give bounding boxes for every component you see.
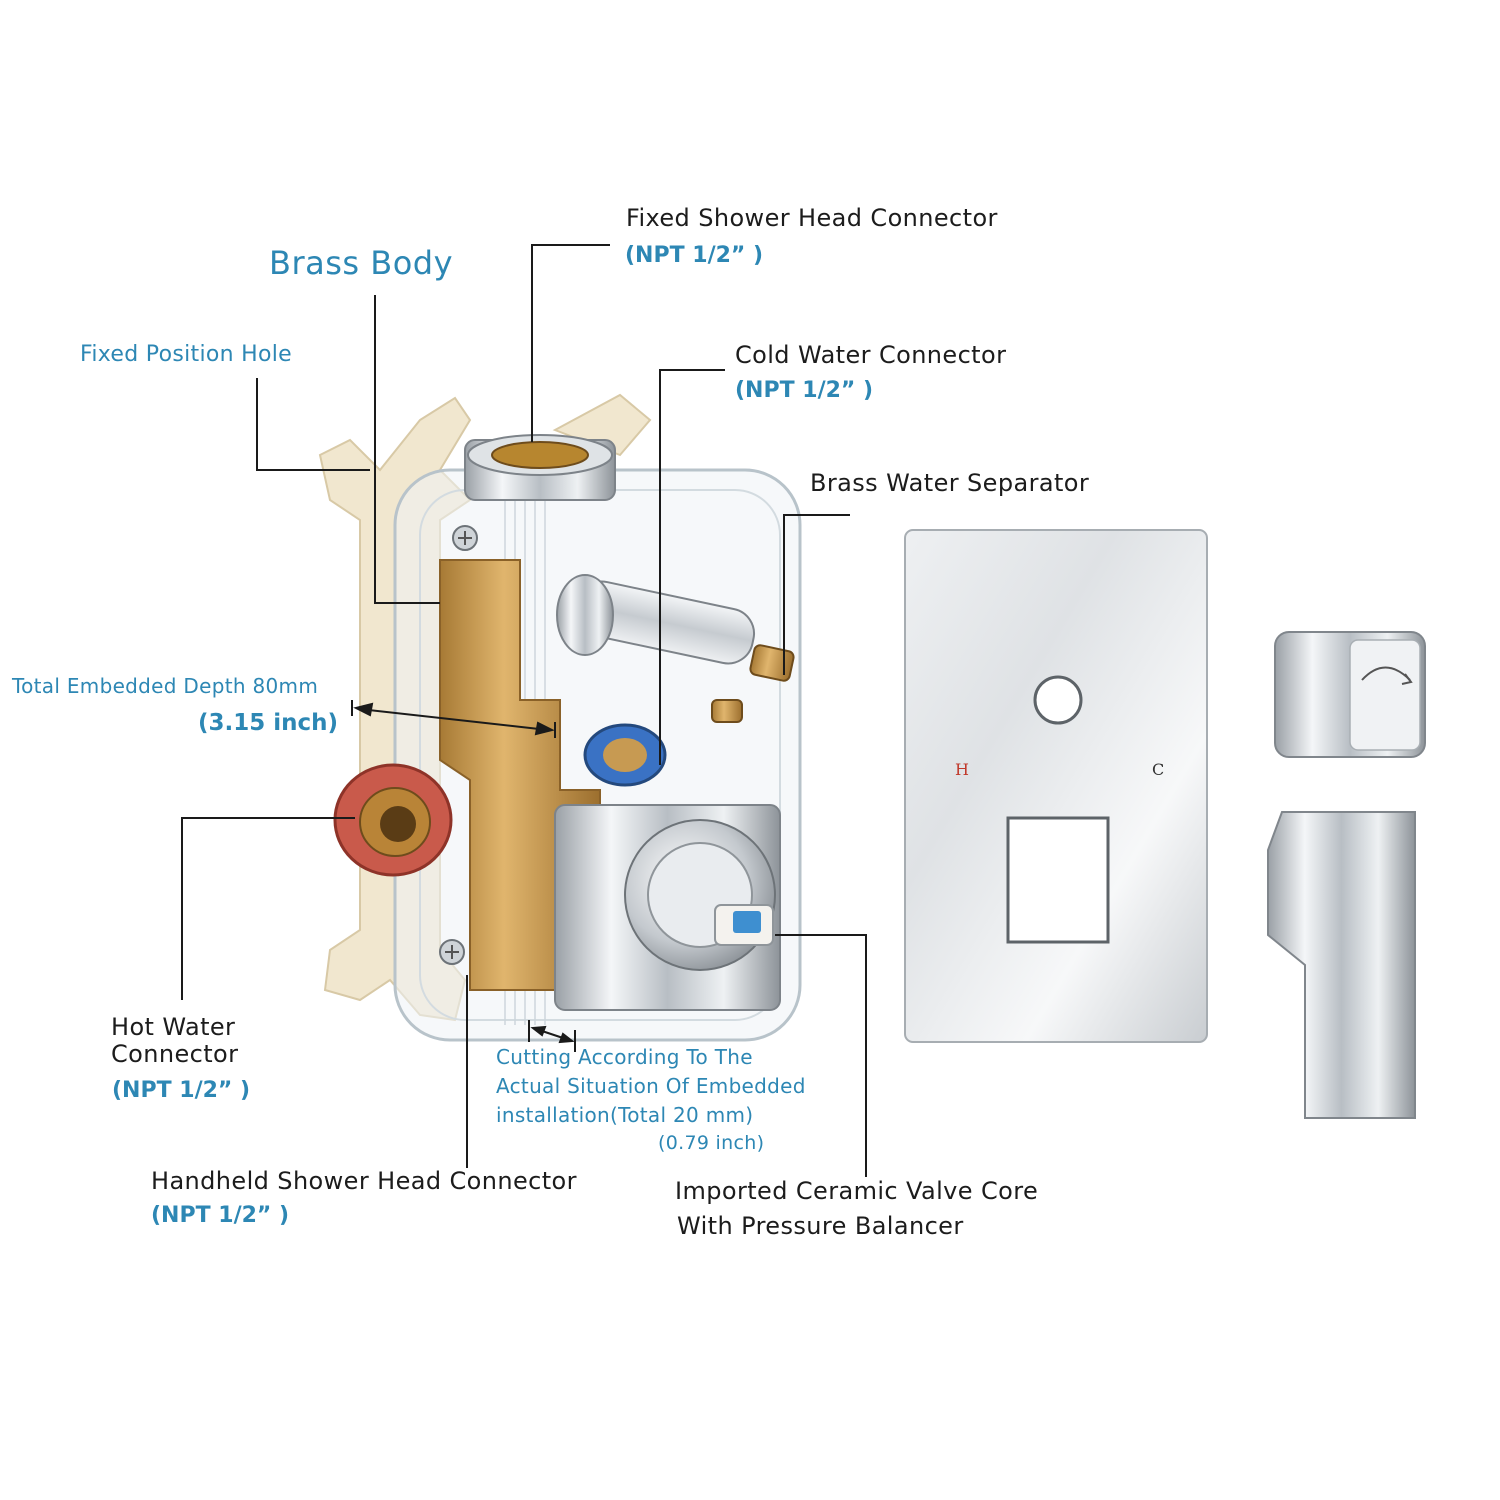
leader-lines [181, 244, 867, 1177]
cutting-label-line2: Actual Situation Of Embedded [496, 1074, 806, 1098]
handheld-spec: (NPT 1/2” ) [151, 1203, 290, 1228]
embedded-depth-inch: (3.15 inch) [198, 710, 339, 736]
embedded-depth-label: Total Embedded Depth 80mm [12, 674, 319, 698]
brass-separator-label: Brass Water Separator [810, 469, 1090, 497]
cutting-inch: (0.79 inch) [658, 1132, 765, 1154]
lever-handle [1267, 811, 1416, 1119]
cutting-label-line3: installation(Total 20 mm) [496, 1103, 754, 1127]
hot-water-label-line1: Hot Water [111, 1013, 236, 1041]
plate-diverter-hole [1033, 675, 1083, 725]
fixed-shower-spec: (NPT 1/2” ) [625, 243, 764, 268]
plate-valve-opening [1006, 816, 1110, 944]
depth-dimension [351, 700, 556, 738]
cold-water-spec: (NPT 1/2” ) [735, 378, 874, 403]
hot-water-label-line2: Connector [111, 1040, 239, 1068]
cut-dimension [528, 1020, 576, 1052]
handheld-label: Handheld Shower Head Connector [151, 1167, 577, 1195]
ceramic-core-label-line2: With Pressure Balancer [677, 1212, 964, 1240]
ceramic-core-label-line1: Imported Ceramic Valve Core [675, 1177, 1039, 1205]
fixed-shower-label: Fixed Shower Head Connector [626, 204, 998, 232]
cutting-label-line1: Cutting According To The [496, 1045, 753, 1069]
hot-mark: H [955, 760, 969, 779]
hot-water-spec: (NPT 1/2” ) [112, 1078, 251, 1103]
cold-mark: C [1152, 760, 1165, 779]
cold-water-label: Cold Water Connector [735, 341, 1007, 369]
brass-body-label: Brass Body [269, 244, 454, 282]
cover-plate [904, 529, 1208, 1043]
fixed-position-hole-label: Fixed Position Hole [80, 342, 293, 367]
